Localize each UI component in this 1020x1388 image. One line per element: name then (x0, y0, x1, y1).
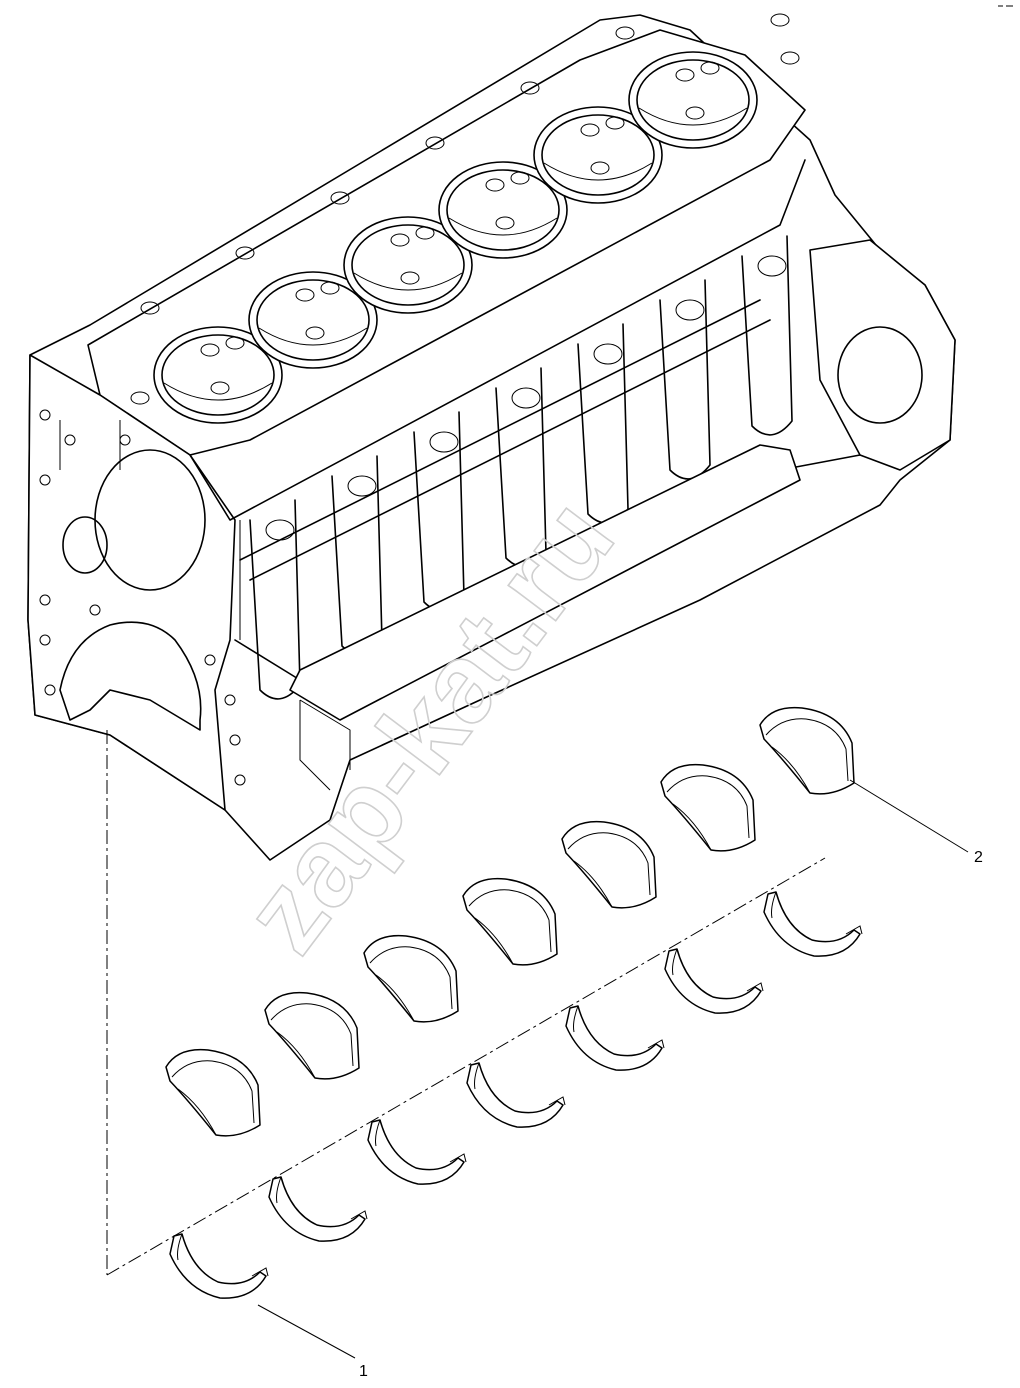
callout-1-label: 1 (359, 1363, 368, 1380)
cylinder-bore-liner (256, 279, 370, 361)
deck-bolt-hole (510, 171, 530, 185)
cylinder-bore-wall (543, 162, 653, 181)
front-small-opening (62, 516, 108, 574)
crankcase-web (741, 235, 793, 436)
front-face-hole (64, 434, 76, 446)
cylinder-bore-liner (541, 114, 655, 196)
lower-bearing-shell (466, 1062, 566, 1128)
deck-bolt-hole (210, 381, 230, 395)
cylinder-bore-liner (636, 59, 750, 141)
upper-bearing-shell (561, 820, 657, 909)
block-detail-lines (59, 420, 351, 791)
front-face-hole (39, 474, 51, 486)
front-face-hole (44, 684, 56, 696)
deck-bolt-hole (675, 68, 695, 82)
lower-bearing-shell (664, 948, 764, 1014)
deck-bolt-hole (295, 288, 315, 302)
deck-bolt-hole (320, 281, 340, 295)
cylinder-bore-wall (353, 272, 463, 291)
deck-bolt-hole (615, 26, 635, 40)
front-face-hole (224, 694, 236, 706)
front-crank-opening (59, 621, 202, 731)
lower-bearing-shell (763, 891, 863, 957)
cylinder-bores (153, 51, 758, 424)
deck-bolt-hole (235, 246, 255, 260)
deck-bolt-holes (130, 13, 800, 405)
web-boss (347, 475, 377, 497)
lower-bearing-shells (169, 891, 863, 1299)
oil-gallery (239, 299, 771, 581)
front-face-holes (39, 409, 246, 786)
engine-block (27, 13, 956, 861)
lower-bearing-shell (169, 1233, 269, 1299)
upper-bearing-shell (165, 1048, 261, 1137)
cylinder-bore-liner (161, 334, 275, 416)
front-face-hole (89, 604, 101, 616)
callout-1-leader (257, 1304, 356, 1359)
cylinder-bore-outer (438, 161, 568, 259)
web-boss (265, 519, 295, 541)
upper-bearing-shell (660, 763, 756, 852)
crankshaft-centerline-diagonal (106, 857, 826, 1276)
deck-bolt-hole (580, 123, 600, 137)
upper-bearing-shell (462, 877, 558, 966)
cylinder-bore-wall (448, 217, 558, 236)
deck-bolt-hole (700, 61, 720, 75)
cylinder-bore-outer (343, 216, 473, 314)
callout-2-label: 2 (974, 849, 983, 866)
deck-bolt-hole (305, 326, 325, 340)
front-face-hole (39, 594, 51, 606)
cylinder-bore-liner (351, 224, 465, 306)
cylinder-bore-wall (163, 382, 273, 401)
callout-2-leader (849, 779, 969, 853)
cylinder-bore-outer (533, 106, 663, 204)
cylinder-bore-wall (638, 107, 748, 126)
deck-bolt-hole (400, 271, 420, 285)
web-boss (511, 387, 541, 409)
front-face-hole (229, 734, 241, 746)
deck-bolt-hole (425, 136, 445, 150)
deck-bolt-hole (685, 106, 705, 120)
deck-bolt-hole (485, 178, 505, 192)
lower-bearing-shell (565, 1005, 665, 1071)
web-boss (593, 343, 623, 365)
deck-bolt-hole (520, 81, 540, 95)
cylinder-bore-outer (153, 326, 283, 424)
front-face-hole (119, 434, 131, 446)
rear-flange-bore (837, 326, 923, 424)
web-boss (757, 255, 787, 277)
front-face-hole (39, 409, 51, 421)
upper-bearing-shell (363, 934, 459, 1023)
upper-bearing-shell (759, 706, 855, 795)
web-boss (675, 299, 705, 321)
deck-bolt-hole (390, 233, 410, 247)
upper-bearing-shell (264, 991, 360, 1080)
deck-bolt-hole (495, 216, 515, 230)
deck-bolt-hole (200, 343, 220, 357)
front-face-hole (39, 634, 51, 646)
deck-bolt-hole (130, 391, 150, 405)
deck-bolt-hole (780, 51, 800, 65)
front-face-hole (204, 654, 216, 666)
deck-bolt-hole (330, 191, 350, 205)
deck-bolt-hole (770, 13, 790, 27)
front-face-hole (234, 774, 246, 786)
cylinder-bore-wall (258, 327, 368, 346)
block-side-rail (189, 159, 806, 521)
deck-bolt-hole (225, 336, 245, 350)
deck-bolt-hole (140, 301, 160, 315)
upper-bearing-shells (165, 706, 855, 1137)
cylinder-bore-liner (446, 169, 560, 251)
lower-bearing-shell (268, 1176, 368, 1242)
lower-bearing-shell (367, 1119, 467, 1185)
deck-bolt-hole (590, 161, 610, 175)
deck-bolt-hole (415, 226, 435, 240)
web-boss (429, 431, 459, 453)
main-cap-rail (289, 444, 801, 721)
cylinder-bore-outer (248, 271, 378, 369)
deck-bolt-hole (605, 116, 625, 130)
cylinder-bore-outer (628, 51, 758, 149)
